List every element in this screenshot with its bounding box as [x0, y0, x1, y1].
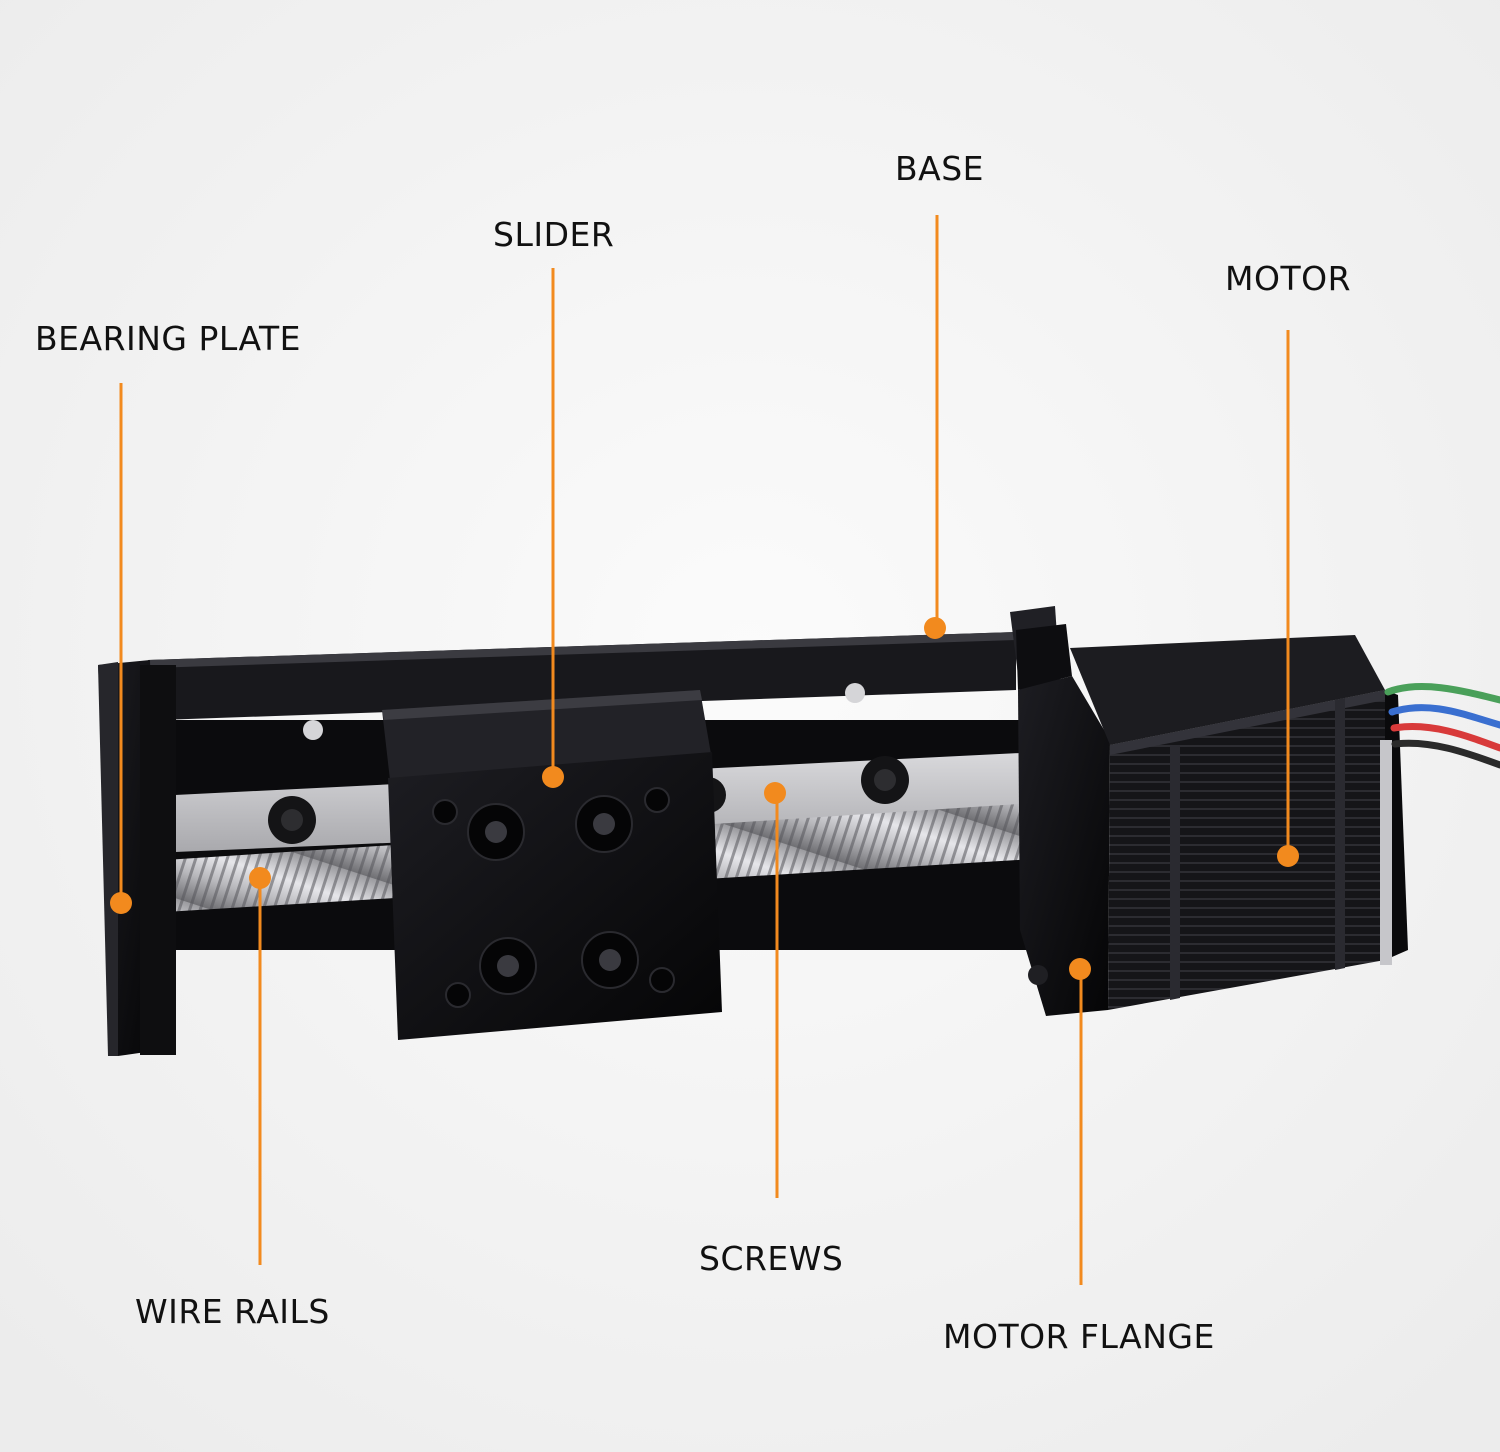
motor-flange-block: [1010, 606, 1110, 1016]
callout-dot-screws: [764, 782, 786, 804]
callouts: [110, 215, 1299, 1285]
callout-dot-motor-flange: [1069, 958, 1091, 980]
bearing-plate-block: [98, 660, 176, 1056]
label-screws: SCREWS: [699, 1239, 844, 1278]
label-motor-flange: MOTOR FLANGE: [943, 1317, 1215, 1356]
rail-bolt: [845, 683, 865, 703]
label-base: BASE: [895, 149, 985, 188]
rail-bolt: [303, 720, 323, 740]
slider-block: [382, 690, 722, 1040]
callout-dot-wire-rails: [249, 867, 271, 889]
label-motor: MOTOR: [1225, 259, 1352, 298]
label-slider: SLIDER: [493, 215, 615, 254]
label-wire-rails: WIRE RAILS: [135, 1292, 330, 1331]
callout-dot-slider: [542, 766, 564, 788]
callout-dot-motor: [1277, 845, 1299, 867]
label-bearing-plate: BEARING PLATE: [35, 319, 302, 358]
motor-wires: [1384, 683, 1500, 769]
stepper-motor: [1070, 635, 1408, 1010]
callout-dot-base: [924, 617, 946, 639]
callout-dot-bearing-plate: [110, 892, 132, 914]
